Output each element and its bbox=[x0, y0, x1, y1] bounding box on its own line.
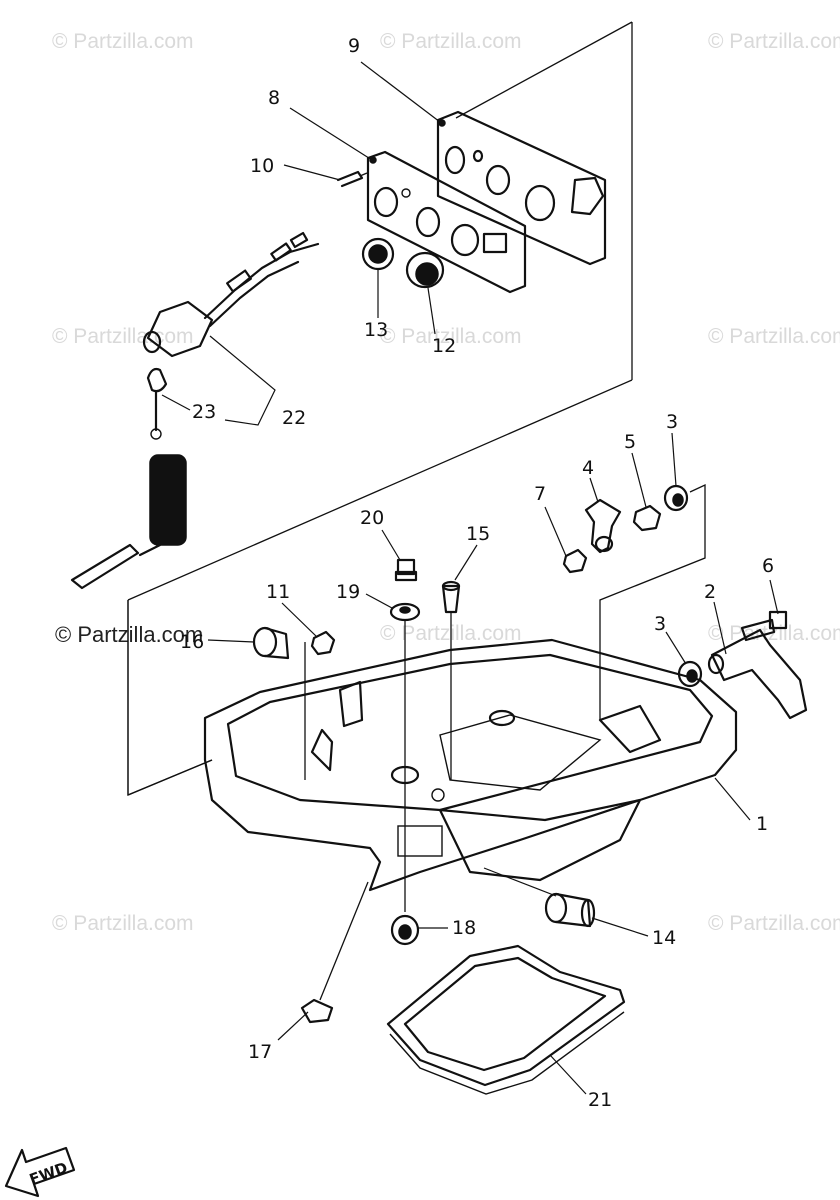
callout-19: 19 bbox=[336, 581, 360, 603]
callout-15: 15 bbox=[466, 523, 490, 545]
part-plug-14 bbox=[544, 892, 596, 928]
watermark: © Partzilla.com bbox=[708, 325, 840, 348]
part-bolt-20 bbox=[394, 558, 418, 582]
part-nut-11 bbox=[310, 630, 336, 656]
watermark: © Partzilla.com bbox=[52, 30, 194, 53]
callout-5: 5 bbox=[624, 431, 636, 453]
callout-2: 2 bbox=[704, 581, 716, 603]
part-nut-5 bbox=[632, 504, 662, 532]
part-bottom-cowling-1 bbox=[203, 638, 738, 892]
callout-6: 6 bbox=[762, 555, 774, 577]
part-plate-8 bbox=[366, 150, 527, 294]
part-washer-19 bbox=[389, 602, 421, 622]
part-seal-21 bbox=[386, 944, 626, 1095]
callout-3b: 3 bbox=[654, 613, 666, 635]
callout-7: 7 bbox=[534, 483, 546, 505]
part-grommet-18 bbox=[390, 914, 420, 946]
part-grommet-15 bbox=[441, 580, 461, 614]
part-plug-16 bbox=[252, 626, 290, 660]
callout-4: 4 bbox=[582, 457, 594, 479]
callout-12: 12 bbox=[432, 335, 456, 357]
watermark: © Partzilla.com bbox=[55, 622, 204, 647]
part-grommet-3b bbox=[677, 660, 703, 688]
callout-10: 10 bbox=[250, 155, 274, 177]
callout-16: 16 bbox=[180, 631, 204, 653]
callout-11: 11 bbox=[266, 581, 290, 603]
watermark: © Partzilla.com bbox=[52, 912, 194, 935]
watermark: © Partzilla.com bbox=[708, 30, 840, 53]
part-bracket-4 bbox=[584, 498, 622, 554]
frame-line bbox=[127, 379, 633, 601]
callout-23: 23 bbox=[192, 401, 216, 423]
part-nut-7 bbox=[562, 548, 588, 574]
fwd-label: FWD bbox=[27, 1158, 70, 1188]
frame-line bbox=[455, 21, 633, 119]
watermark: © Partzilla.com bbox=[52, 325, 194, 348]
callout-21: 21 bbox=[588, 1089, 612, 1111]
frame-line bbox=[127, 759, 213, 796]
part-plug-13 bbox=[361, 237, 395, 271]
part-plate-9 bbox=[436, 110, 607, 266]
callout-1: 1 bbox=[756, 813, 768, 835]
part-grommet-3a bbox=[663, 484, 689, 512]
watermark: © Partzilla.com bbox=[708, 912, 840, 935]
callout-22: 22 bbox=[282, 407, 306, 429]
part-plug-12 bbox=[405, 251, 445, 289]
watermark: © Partzilla.com bbox=[380, 30, 522, 53]
callout-13: 13 bbox=[364, 319, 388, 341]
callout-9: 9 bbox=[348, 35, 360, 57]
callout-20: 20 bbox=[360, 507, 384, 529]
fwd-arrow-icon: FWD bbox=[4, 1146, 76, 1198]
watermark: © Partzilla.com bbox=[380, 325, 522, 348]
callout-8: 8 bbox=[268, 87, 280, 109]
callout-3: 3 bbox=[666, 411, 678, 433]
part-bracket-2 bbox=[707, 628, 808, 720]
part-lanyard-23 bbox=[70, 367, 187, 590]
group-frame-right bbox=[599, 483, 706, 720]
part-stop-switch-22 bbox=[142, 231, 320, 358]
part-clip-17 bbox=[300, 998, 334, 1024]
part-screw-10 bbox=[336, 170, 368, 188]
leader-lines bbox=[161, 61, 779, 1095]
callout-18: 18 bbox=[452, 917, 476, 939]
callout-17: 17 bbox=[248, 1041, 272, 1063]
callout-14: 14 bbox=[652, 927, 676, 949]
